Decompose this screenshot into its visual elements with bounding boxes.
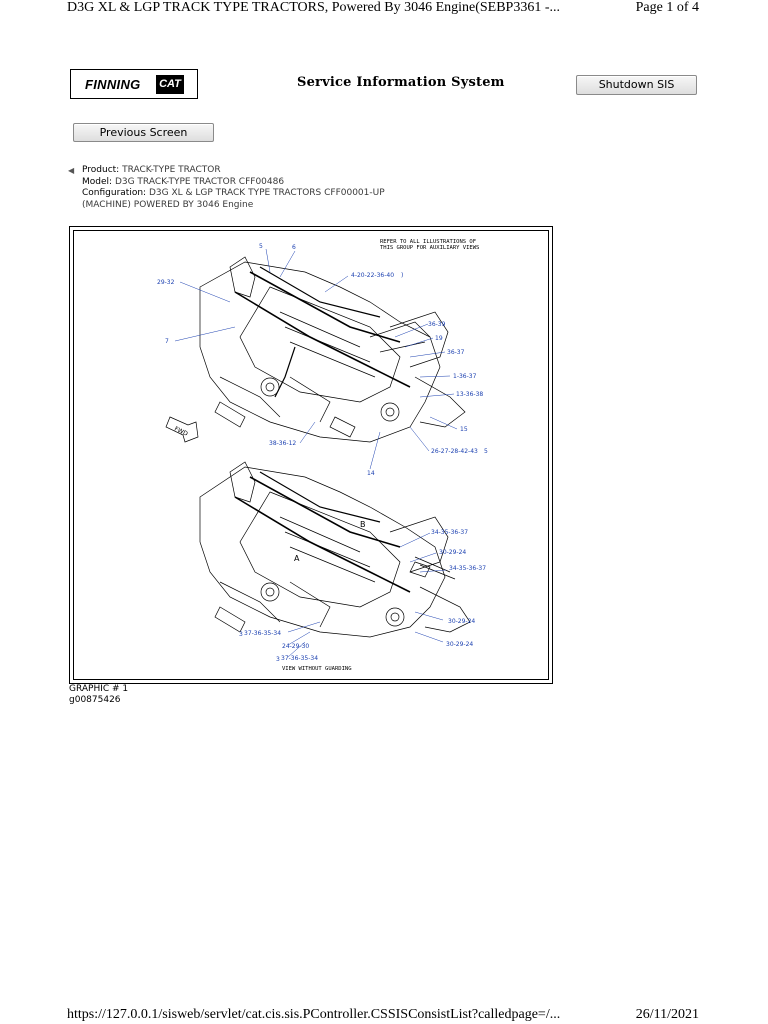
- callout-suffix: ): [401, 272, 403, 279]
- callout-label: 37-36-35-34: [281, 655, 318, 662]
- callout-label: 37-36-35-34: [244, 630, 281, 637]
- page-number: Page 1 of 4: [635, 0, 699, 15]
- graphic-id: g00875426: [69, 695, 121, 705]
- finning-cat-logo: FINNING CAT: [70, 69, 198, 99]
- shutdown-sis-button[interactable]: Shutdown SIS: [576, 75, 697, 95]
- callout-label: 30-29-24: [446, 641, 473, 648]
- callout-label: 24-29-30: [282, 643, 309, 650]
- callout-suffix: 3: [239, 631, 243, 638]
- graphic-number: GRAPHIC # 1: [69, 684, 129, 694]
- left-arrow-icon[interactable]: ◀: [68, 166, 75, 175]
- cat-logo-badge: CAT: [156, 75, 184, 94]
- fwd-label: FWD: [173, 425, 189, 437]
- callout-label: 38-36-12: [269, 440, 296, 447]
- configuration-value-2: (MACHINE) POWERED BY 3046 Engine: [82, 199, 254, 210]
- callout-label: 5: [259, 243, 263, 250]
- callout-label: 34-35-36-37: [431, 529, 468, 536]
- model-label: Model:: [82, 176, 113, 187]
- model-value: D3G TRACK-TYPE TRACTOR CFF00486: [114, 176, 285, 187]
- product-row: Product: TRACK-TYPE TRACTOR: [70, 165, 385, 177]
- illustration-drawing: REFER TO ALL ILLUSTRATIONS OF THIS GROUP…: [157, 239, 488, 672]
- previous-screen-button[interactable]: Previous Screen: [73, 123, 214, 142]
- model-row: Model: D3G TRACK-TYPE TRACTOR CFF00486: [70, 177, 385, 189]
- callout-label: 6: [292, 244, 296, 251]
- print-header: D3G XL & LGP TRACK TYPE TRACTORS, Powere…: [67, 0, 699, 18]
- callout-suffix: 3: [276, 656, 280, 663]
- callout-label: 14: [367, 470, 375, 477]
- configuration-value: D3G XL & LGP TRACK TYPE TRACTORS CFF0000…: [148, 188, 385, 198]
- callout-label: 29-32: [157, 279, 175, 286]
- view-caption: VIEW WITHOUT GUARDING: [282, 666, 352, 672]
- callout-label: 34-35-36-37: [449, 565, 486, 572]
- reference-note-line-1: REFER TO ALL ILLUSTRATIONS OF: [380, 239, 476, 245]
- product-label: Product:: [82, 165, 120, 175]
- callout-label: 7: [165, 338, 169, 345]
- callout-view-marker: B: [360, 520, 366, 529]
- callout-label: 26-27-28-42-43: [431, 448, 478, 455]
- callout-label: 1-36-37: [453, 373, 477, 380]
- print-date: 26/11/2021: [635, 1007, 699, 1022]
- callout-suffix: 5: [484, 448, 488, 455]
- print-footer: https://127.0.0.1/sisweb/servlet/cat.cis…: [67, 1007, 699, 1024]
- illustration-frame: [73, 230, 549, 680]
- callout-label: 4-20-22-36-40: [351, 272, 394, 279]
- callout-view-marker: A: [294, 554, 300, 563]
- reference-note-line-2: THIS GROUP FOR AUXILIARY VIEWS: [380, 245, 479, 251]
- product-value: TRACK-TYPE TRACTOR: [122, 165, 221, 175]
- configuration-row-2: (MACHINE) POWERED BY 3046 Engine: [70, 200, 385, 212]
- callout-label: 30-29-24: [439, 549, 466, 556]
- system-title: Service Information System: [297, 75, 505, 90]
- configuration-label: Configuration:: [82, 188, 147, 198]
- callout-label: 30-29-24: [448, 618, 475, 625]
- callout-label: 15: [460, 426, 468, 433]
- callout-label: 36-39: [428, 321, 446, 328]
- finning-logo-text: FINNING: [85, 77, 141, 92]
- configuration-row: Configuration: D3G XL & LGP TRACK TYPE T…: [70, 188, 385, 200]
- graphic-caption: GRAPHIC # 1 g00875426: [69, 684, 128, 706]
- print-title: D3G XL & LGP TRACK TYPE TRACTORS, Powere…: [67, 0, 561, 15]
- page-url: https://127.0.0.1/sisweb/servlet/cat.cis…: [67, 1007, 561, 1022]
- callout-label: 36-37: [447, 349, 465, 356]
- callout-label: 13-36-38: [456, 391, 483, 398]
- product-info: ◀ Product: TRACK-TYPE TRACTOR Model: D3G…: [68, 165, 385, 212]
- technical-illustration: REFER TO ALL ILLUSTRATIONS OF THIS GROUP…: [69, 226, 553, 684]
- callout-label: 19: [435, 335, 443, 342]
